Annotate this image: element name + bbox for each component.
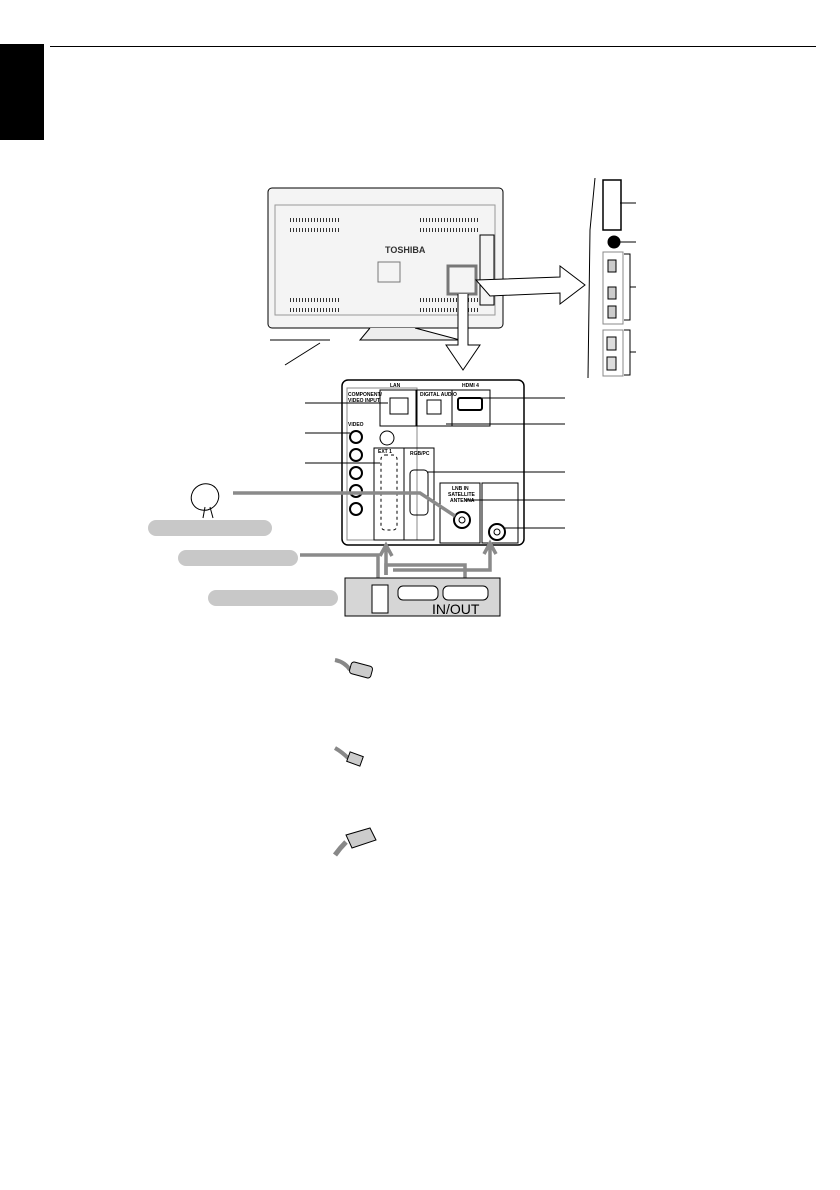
satellite-label: SATELLITE — [448, 492, 476, 498]
hdmi-label: HDMI 4 — [462, 383, 479, 389]
header-rule — [50, 46, 816, 47]
lan-label: LAN — [390, 383, 401, 389]
language-tab — [0, 44, 44, 140]
leader-lines — [305, 397, 565, 529]
side-panel-illustration — [587, 177, 636, 379]
down-arrow-icon — [445, 294, 481, 371]
scart-plug-icon — [332, 827, 377, 857]
leader-line — [284, 342, 321, 366]
tv-back-illustration — [267, 187, 504, 341]
cables — [233, 491, 498, 582]
device-callout-label — [208, 590, 338, 606]
antenna-label: ANTENNA — [450, 498, 475, 504]
satellite-dish-icon — [190, 483, 220, 519]
satellite-callout-label — [148, 520, 272, 536]
set-top-box-illustration — [344, 577, 501, 617]
tv-brand-logo: TOSHIBA — [385, 245, 426, 255]
rgbpc-label: RGB/PC — [410, 451, 430, 457]
ext1-label: EXT 1 — [378, 449, 392, 455]
lnb-label: LNB IN — [452, 486, 469, 492]
side-arrow-icon — [474, 264, 586, 306]
video-label: VIDEO — [348, 422, 364, 428]
cable-callout-label — [178, 550, 298, 566]
component-label: COMPONENT/ — [348, 392, 383, 398]
connector-panel — [341, 379, 525, 546]
component-label-2: VIDEO INPUT — [348, 398, 380, 404]
coaxial-plug-icon — [334, 658, 374, 679]
scart-in-out-label: IN/OUT — [432, 601, 480, 617]
f-connector-plug-icon — [333, 746, 364, 767]
digital-audio-label: DIGITAL AUDIO — [420, 392, 457, 398]
